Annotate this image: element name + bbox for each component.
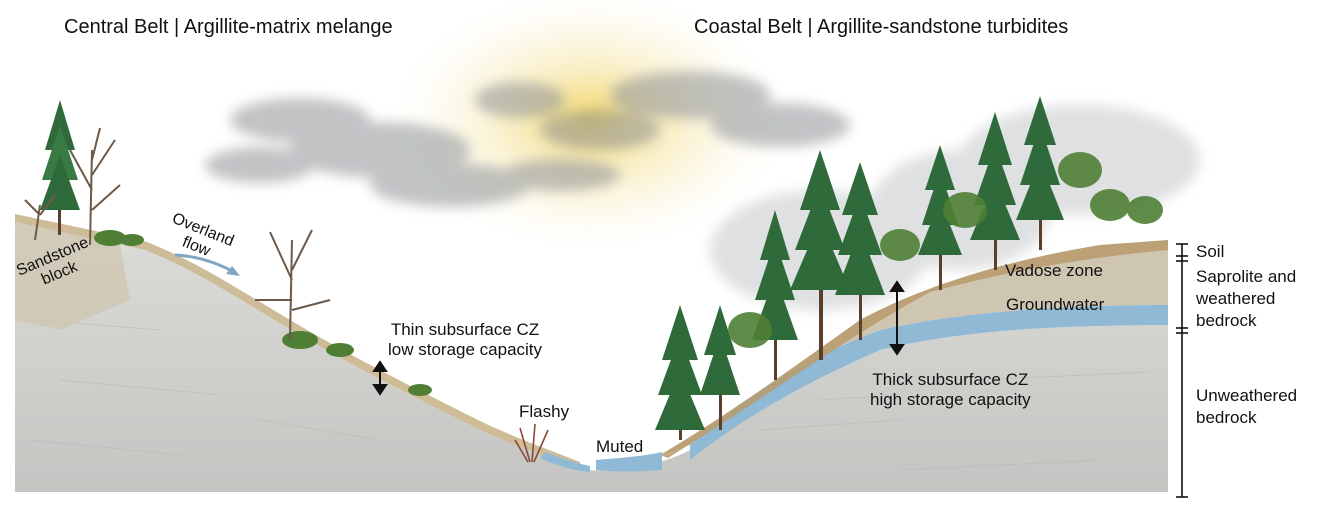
stream-left <box>540 452 590 472</box>
stream-right <box>596 452 662 472</box>
broadleaf-right <box>728 152 1163 348</box>
thick-cz-arrow <box>889 280 905 356</box>
label-thin-subsurface-cz: Thin subsurface CZ low storage capacity <box>388 320 543 359</box>
label-muted: Muted <box>596 437 644 456</box>
forest-right <box>655 96 1064 440</box>
thin-cz-arrow <box>372 360 388 396</box>
title-coastal-belt: Coastal Belt | Argillite-sandstone turbi… <box>694 16 1069 38</box>
legend-unweathered-bedrock: Unweathered bedrock <box>1196 386 1298 428</box>
overland-flow-arrow <box>174 253 233 273</box>
shrubs-left <box>94 230 432 396</box>
bedrock <box>15 222 1168 492</box>
label-thick-subsurface-cz: Thick subsurface CZ high storage capacit… <box>870 370 1031 409</box>
tree-mid-bare <box>255 229 331 341</box>
sandstone-block <box>15 222 130 330</box>
rock-texture <box>29 319 1151 471</box>
tree-left-conifer <box>40 100 80 235</box>
legend-soil: Soil <box>1196 242 1225 261</box>
clouds <box>205 71 850 207</box>
label-vadose-zone: Vadose zone <box>1005 261 1103 280</box>
legend-saprolite: Saprolite and weathered bedrock <box>1196 267 1297 331</box>
title-central-belt: Central Belt | Argillite-matrix melange <box>64 16 393 38</box>
vadose-zone <box>660 240 1168 455</box>
legend-bracket <box>1176 243 1188 498</box>
label-flashy: Flashy <box>519 402 570 421</box>
shrub-flashy <box>514 423 549 463</box>
tree-left-bare <box>24 127 121 246</box>
label-groundwater: Groundwater <box>1006 295 1105 314</box>
thin-soil-left <box>15 214 580 470</box>
overland-flow-arrowhead <box>226 266 240 276</box>
groundwater-band <box>690 305 1168 460</box>
